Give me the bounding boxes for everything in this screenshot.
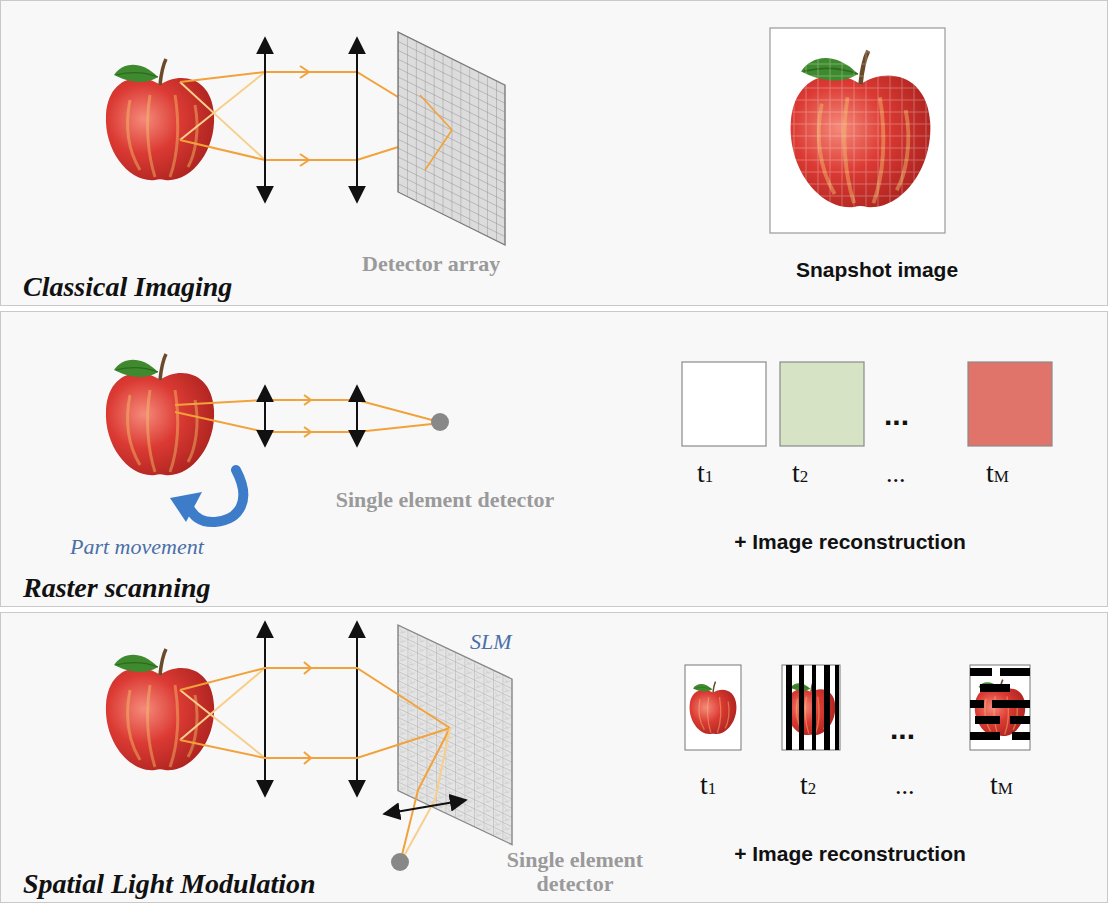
method-panel: Raster scanning: [0, 311, 1108, 607]
movement-label: Part movement: [70, 535, 290, 559]
detector-label: Single element detector: [470, 848, 680, 896]
time-label: t1: [697, 458, 757, 489]
panel-title: Spatial Light Modulation: [23, 868, 316, 900]
ellipsis: ...: [886, 460, 946, 489]
time-label: t2: [800, 770, 860, 801]
detector-label: Single element detector: [335, 488, 555, 512]
ellipsis: ...: [895, 772, 955, 801]
ellipsis: ...: [884, 398, 944, 431]
panel-title: Classical Imaging: [23, 271, 232, 303]
slm-label: SLM: [470, 630, 550, 654]
panel-title: Raster scanning: [23, 572, 211, 604]
reconstruction-caption: + Image reconstruction: [700, 530, 1000, 553]
reconstruction-caption: + Image reconstruction: [700, 842, 1000, 865]
detector-label: Detector array: [362, 252, 582, 276]
time-label: tM: [986, 458, 1046, 489]
time-label: t1: [700, 770, 760, 801]
time-label: t2: [792, 458, 852, 489]
time-label: tM: [990, 770, 1050, 801]
ellipsis: ...: [890, 712, 950, 745]
image-caption: Snapshot image: [757, 258, 997, 281]
